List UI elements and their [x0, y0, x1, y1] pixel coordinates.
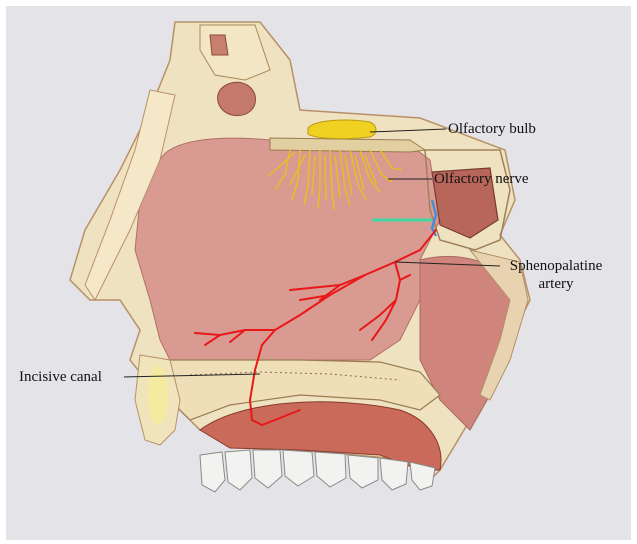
olfactory-bulb-shape	[308, 120, 376, 139]
label-incisive-canal: Incisive canal	[19, 368, 102, 386]
cribriform-plate	[270, 138, 425, 152]
frontal-sinus	[218, 82, 256, 115]
frontal-sinus-small	[210, 35, 228, 55]
label-sphenopalatine-artery: Sphenopalatine artery	[500, 257, 612, 293]
lip-highlight	[148, 365, 168, 425]
label-sphenopalatine-line1: Sphenopalatine	[500, 257, 612, 275]
label-olfactory-nerve: Olfactory nerve	[434, 170, 529, 188]
label-sphenopalatine-line2: artery	[500, 275, 612, 293]
nasal-mucosa	[135, 138, 440, 362]
label-olfactory-bulb: Olfactory bulb	[448, 120, 536, 138]
